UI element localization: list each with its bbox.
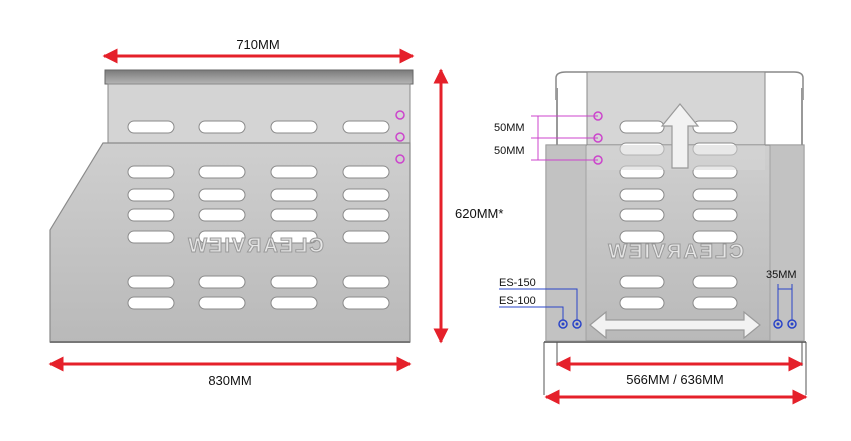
slot (127, 120, 175, 134)
slot (692, 208, 738, 222)
up-arrow-icon (660, 103, 700, 169)
slot (342, 188, 390, 202)
slot (198, 230, 246, 244)
slot (127, 165, 175, 179)
top-width-label: 710MM (236, 37, 279, 52)
left-view: 710MM CLEARVIEW 830MM 620MM* (48, 37, 503, 388)
slot (198, 208, 246, 222)
slot (619, 230, 665, 244)
width-label: 566MM / 636MM (626, 372, 724, 387)
height-label: 620MM* (455, 206, 503, 221)
upper-panel (107, 83, 411, 145)
slot (342, 208, 390, 222)
slot (127, 275, 175, 289)
slot (198, 120, 246, 134)
slot (342, 275, 390, 289)
slot (692, 230, 738, 244)
slot (270, 275, 318, 289)
slot (270, 188, 318, 202)
slot (342, 230, 390, 244)
slot (198, 275, 246, 289)
slot (619, 275, 665, 289)
slot (692, 296, 738, 310)
slot (127, 296, 175, 310)
spacing-label-2: 50MM (494, 145, 525, 157)
es-hole-dimensions (499, 288, 582, 329)
slot (198, 296, 246, 310)
hole-label-es150: ES-150 (499, 277, 536, 289)
slot (692, 275, 738, 289)
slot (127, 208, 175, 222)
right-main-plate (545, 144, 805, 342)
right-side-panel-left (545, 144, 587, 342)
slot (619, 208, 665, 222)
slot (198, 165, 246, 179)
slot (342, 165, 390, 179)
double-horizontal-arrow-icon (589, 310, 761, 340)
right-view: CLEARVIEW 50MM 50MM ES-150 ES-100 (494, 71, 808, 405)
left-slot-grid (127, 120, 390, 310)
slot (692, 188, 738, 202)
top-rail (104, 69, 414, 85)
right-side-panel-right (769, 144, 805, 342)
hole-spacing-label: 35MM (766, 269, 797, 281)
slot (619, 120, 665, 134)
spacing-dimensions (531, 111, 603, 165)
slot (270, 120, 318, 134)
slot (270, 230, 318, 244)
slot (270, 208, 318, 222)
hole-label-es100: ES-100 (499, 295, 536, 307)
right-logo: CLEARVIEW (606, 241, 744, 263)
right-hole-dimension (773, 284, 797, 329)
magenta-holes (395, 110, 405, 164)
slot (127, 230, 175, 244)
slot (692, 120, 738, 134)
left-logo: CLEARVIEW (186, 235, 324, 257)
slot (198, 188, 246, 202)
spacing-label-1: 50MM (494, 122, 525, 134)
slot (342, 296, 390, 310)
slot (270, 296, 318, 310)
slot (619, 188, 665, 202)
slot (270, 165, 318, 179)
bottom-width-label: 830MM (208, 373, 251, 388)
slot (619, 296, 665, 310)
slot (342, 120, 390, 134)
slot (127, 188, 175, 202)
